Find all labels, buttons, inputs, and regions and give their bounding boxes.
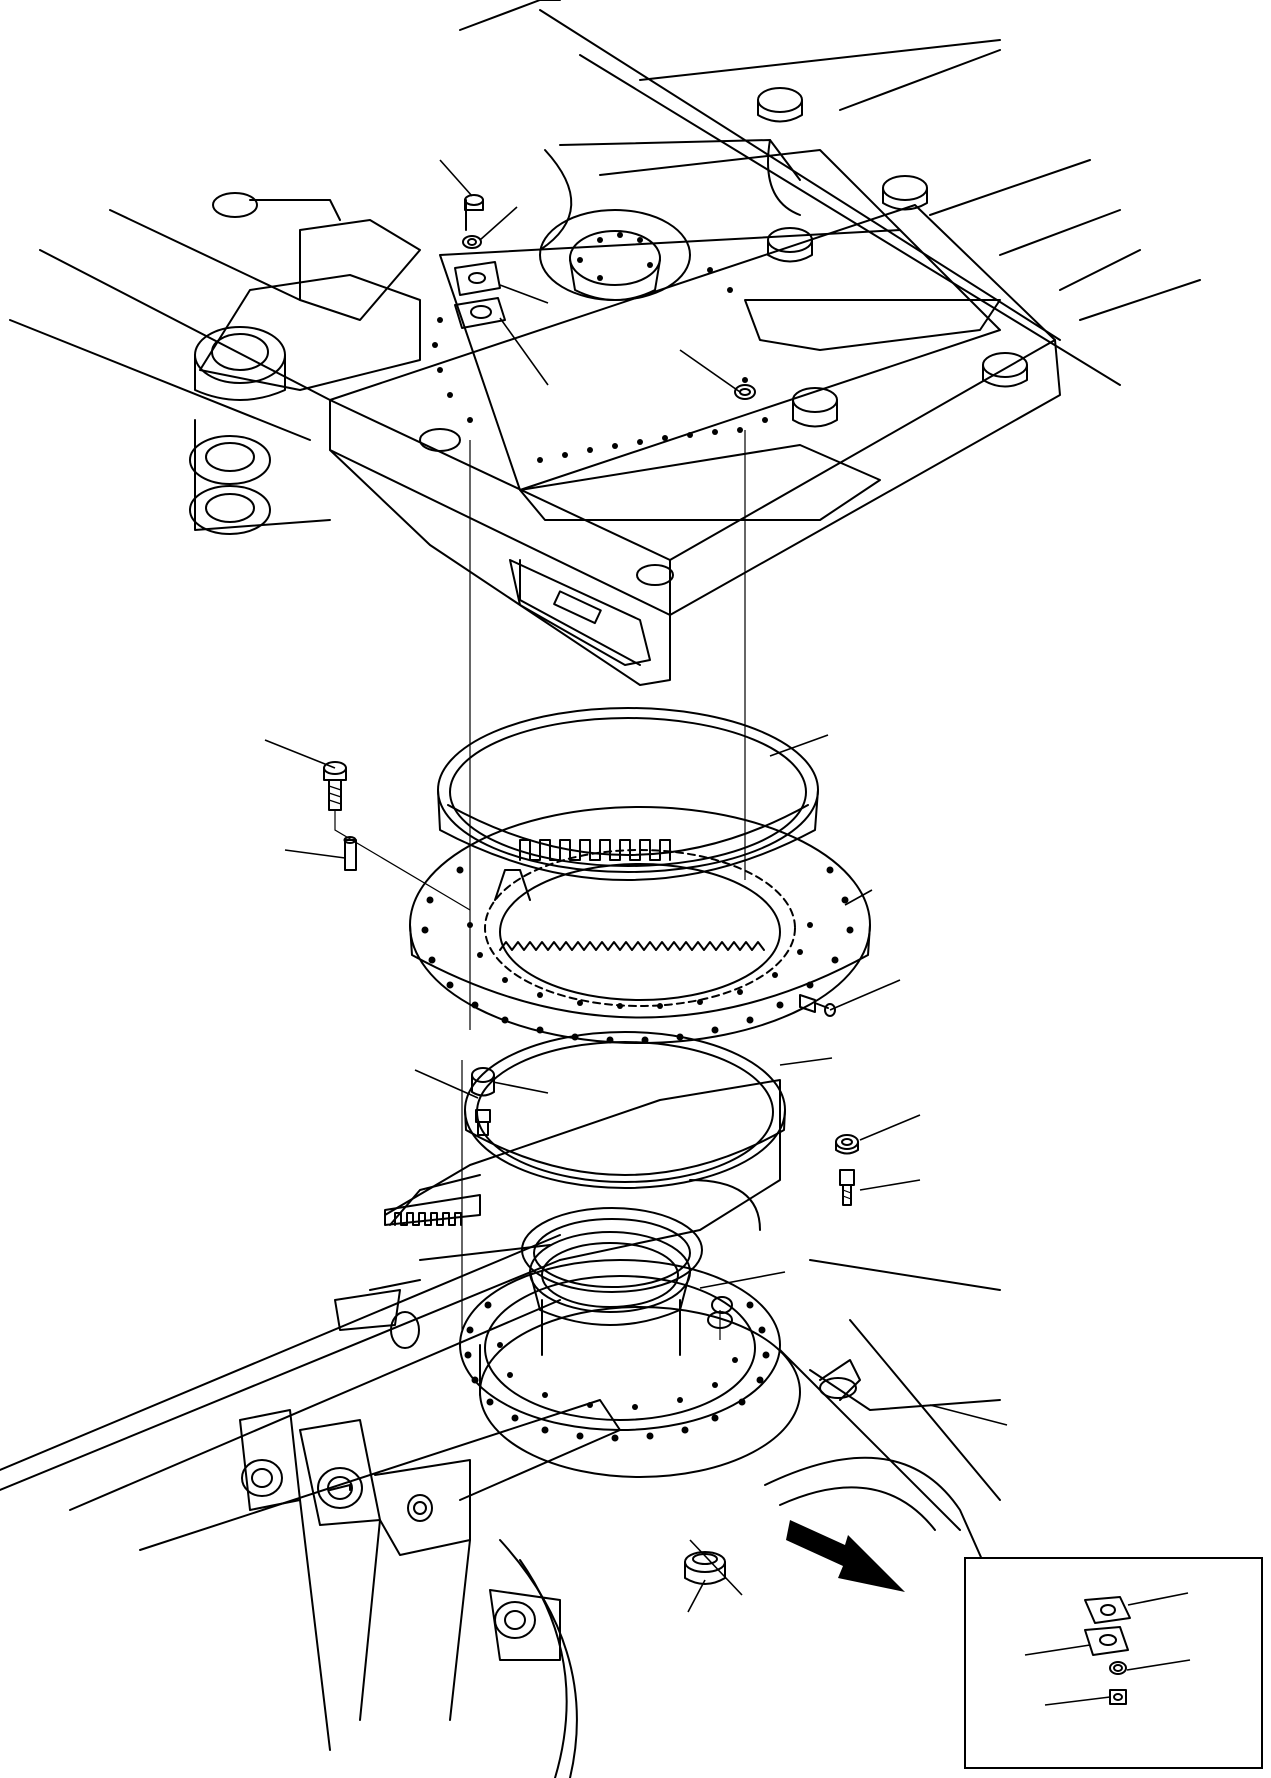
- lower-track-frame: [0, 1079, 1001, 1778]
- top-fastener-stack: [454, 194, 756, 400]
- right-washer-bolt: [835, 1134, 859, 1206]
- detail-inset: [964, 1557, 1263, 1769]
- left-bolt-spacer: [471, 1067, 495, 1136]
- assembly-center-lines: [461, 430, 746, 1340]
- arrow-down-right-icon: [786, 1520, 905, 1592]
- side-bolt: [323, 761, 471, 911]
- swing-circle-bearing: [409, 806, 871, 1044]
- callout-leaders: [264, 159, 1008, 1613]
- upper-revolving-frame: [9, 0, 1201, 686]
- grease-fitting: [799, 994, 836, 1017]
- lower-seal-ring: [464, 1031, 786, 1189]
- track-frame-bolt-holes: [464, 1301, 770, 1442]
- bearing-bolt-holes: [421, 866, 854, 1044]
- dowel-pin: [343, 836, 357, 871]
- bolt-hole-row: [432, 232, 768, 463]
- upper-seal-ring: [437, 707, 819, 881]
